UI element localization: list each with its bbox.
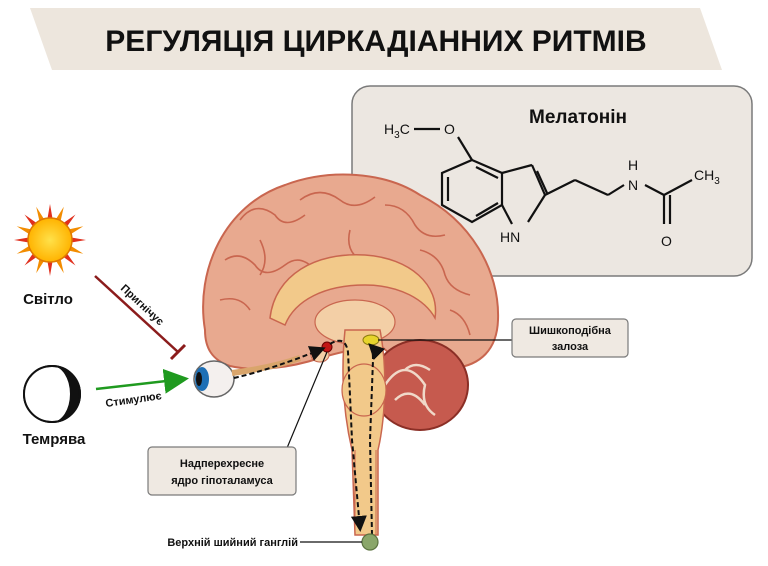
atom-hn: HN	[500, 229, 520, 245]
pineal-gland	[362, 334, 380, 346]
scn-label-box: Надперехресне ядро гіпоталамуса	[147, 351, 328, 496]
sun-ray	[14, 237, 31, 243]
title-banner: РЕГУЛЯЦІЯ ЦИРКАДІАННИХ РИТМІВ	[30, 8, 722, 70]
sun-ray	[47, 259, 53, 276]
neural-pathway	[233, 339, 386, 536]
melatonin-atoms: H3C O N H CH3 O HN	[384, 121, 720, 249]
atom-h-amide: H	[628, 157, 638, 173]
brain-illustration	[202, 173, 500, 536]
sun-ray	[47, 204, 53, 221]
pineal-label-line2: залоза	[552, 341, 589, 353]
corpus-callosum	[269, 254, 437, 327]
title-banner-bg	[30, 8, 722, 70]
light-label: Світло	[23, 291, 73, 308]
melatonin-structure	[414, 127, 693, 225]
ganglion-node	[361, 533, 379, 551]
dark-label: Темрява	[23, 431, 86, 448]
atom-o-ether: O	[444, 121, 455, 137]
ganglion-label: Верхній шийний ганглій	[167, 537, 298, 549]
scn-label-line1: Надперехресне	[180, 458, 264, 470]
inhibit-label: Пригнічує	[118, 282, 166, 328]
sun-ray	[69, 237, 86, 243]
moon-icon	[23, 365, 81, 423]
sun-icon	[14, 204, 86, 276]
pineal-label-line1: Шишкоподібна	[529, 325, 612, 337]
atom-n-amide: N	[628, 177, 638, 193]
atom-o-carbonyl: O	[661, 233, 672, 249]
pineal-label-box: Шишкоподібна залоза	[378, 318, 629, 358]
page-title: РЕГУЛЯЦІЯ ЦИРКАДІАННИХ РИТМІВ	[105, 25, 646, 58]
stimulate-arrow: Стимулює	[95, 368, 189, 410]
stimulate-label: Стимулює	[105, 390, 163, 410]
scn-label-line2: ядро гіпоталамуса	[171, 475, 273, 487]
atom-ch3-right: CH3	[694, 167, 720, 187]
melatonin-label: Мелатонін	[529, 107, 627, 128]
atom-h3c: H3C	[384, 121, 410, 141]
eye-icon	[193, 355, 301, 398]
cerebellum	[371, 339, 469, 431]
inhibit-arrow: Пригнічує	[94, 275, 187, 361]
